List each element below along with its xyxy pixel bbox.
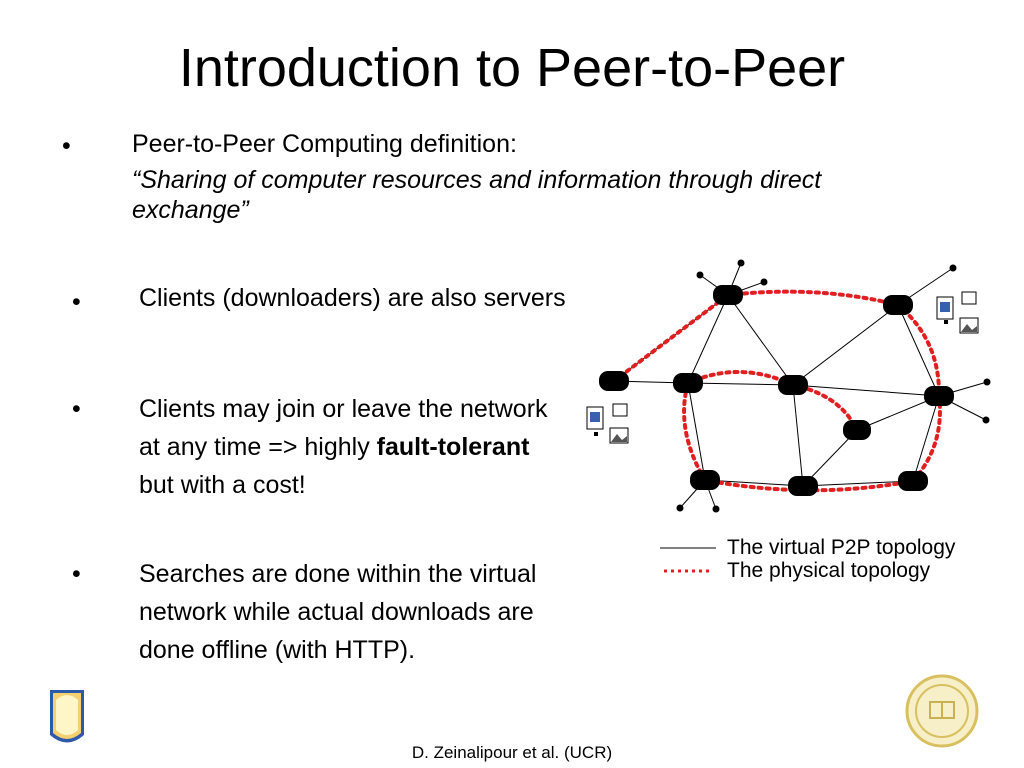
bullet-fault-tolerant-post: but with a cost! — [139, 471, 306, 499]
bullet-fault-tolerant: Clients may join or leave the network at… — [139, 390, 569, 504]
file-icons-top — [936, 291, 979, 334]
bullet-marker-definition: • — [62, 132, 71, 160]
end-hosts — [676, 259, 991, 513]
definition-heading: Peer-to-Peer Computing definition: — [132, 130, 517, 158]
bullet-marker-3: • — [72, 560, 81, 588]
legend-physical-label: The physical topology — [727, 559, 931, 582]
footer-credit: D. Zeinalipour et al. (UCR) — [411, 743, 613, 762]
physical-links — [612, 289, 942, 493]
uc-seal-logo — [905, 674, 979, 748]
bullet-marker-2: • — [72, 395, 81, 423]
legend-virtual-label: The virtual P2P topology — [727, 536, 956, 559]
bullet-marker-1: • — [72, 288, 81, 316]
bullet-fault-tolerant-bold: fault-tolerant — [376, 433, 530, 461]
bullet-fault-tolerant-pre: Clients may join or leave the network at… — [139, 395, 548, 461]
bullet-clients-servers: Clients (downloaders) are also servers — [139, 284, 566, 312]
peer-nodes — [599, 285, 954, 496]
definition-quote: “Sharing of computer resources and infor… — [132, 166, 822, 224]
ucr-shield-logo — [50, 690, 84, 743]
slide-title: Introduction to Peer-to-Peer — [178, 38, 846, 98]
file-icons-left — [586, 403, 629, 444]
bullet-searches: Searches are done within the virtual net… — [139, 560, 537, 664]
